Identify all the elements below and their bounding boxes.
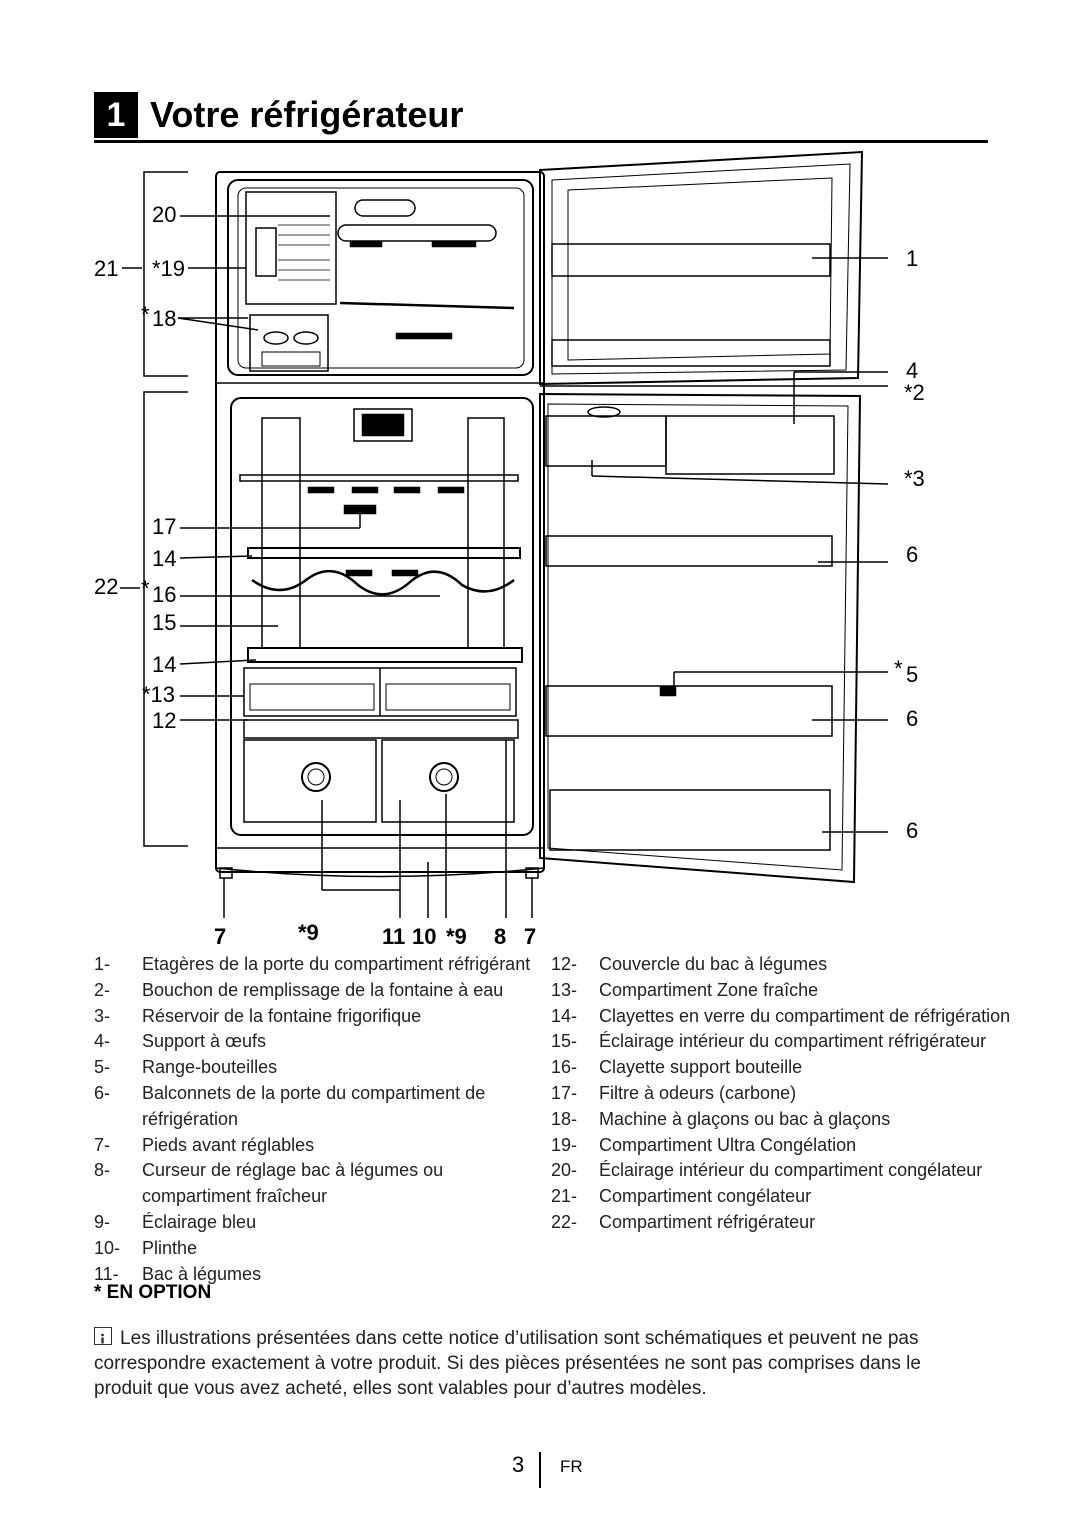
callout-22: 22 xyxy=(94,574,118,599)
glass-shelf-lower xyxy=(247,647,523,663)
legend-item: 2-Bouchon de remplissage de la fontaine … xyxy=(94,979,504,1000)
callout-6-lower: 6 xyxy=(906,818,918,843)
legend-item: 11-Bac à légumes xyxy=(94,1263,262,1284)
callout-6-upper: 6 xyxy=(906,542,918,567)
water-dispenser-tank xyxy=(545,415,667,467)
legend-item: 18-Machine à glaçons ou bac à glaçons xyxy=(551,1108,891,1129)
language-code: FR xyxy=(560,1457,583,1476)
door-balcony-lower xyxy=(549,789,831,851)
callout-1: 1 xyxy=(906,246,918,271)
legend-item: 7-Pieds avant réglables xyxy=(94,1134,315,1155)
footer-divider xyxy=(539,1452,541,1488)
section-number-badge: 1 xyxy=(94,92,138,138)
page-number: 3 xyxy=(512,1452,525,1477)
legend-item: 16-Clayette support bouteille xyxy=(551,1057,803,1078)
cabinet-outline xyxy=(215,171,545,873)
legend-item: 1-Etagères de la porte du compartiment r… xyxy=(94,954,531,974)
crisper-cover xyxy=(243,719,519,739)
callout-16-star: * xyxy=(141,576,150,601)
legend-item: 5-Range-bouteilles xyxy=(94,1057,278,1078)
legend-item: 8-Curseur de réglage bac à légumes ou co… xyxy=(94,1160,444,1207)
section-header: 1 Votre réfrigérateur xyxy=(94,92,988,143)
info-note: Les illustrations présentées dans cette … xyxy=(94,1326,984,1401)
callout-16: 16 xyxy=(152,582,176,607)
legend-item: 6-Balconnets de la porte du compartiment… xyxy=(94,1082,486,1129)
freezer-door-shelf xyxy=(551,243,831,277)
callout-5-star: * xyxy=(894,656,903,681)
callout-4: 4 xyxy=(906,358,918,383)
legend-item: 4-Support à œufs xyxy=(94,1031,267,1052)
fridge-door xyxy=(539,392,862,884)
door-balcony-middle xyxy=(545,685,833,737)
legend-item: 15-Éclairage intérieur du compartiment r… xyxy=(551,1031,987,1052)
callout-15: 15 xyxy=(152,610,176,635)
legend-item: 21-Compartiment congélateur xyxy=(551,1186,812,1207)
legend-item: 10-Plinthe xyxy=(94,1237,198,1258)
callout-18: 18 xyxy=(152,306,176,331)
crisper-drawer-left xyxy=(243,739,377,823)
callout-7-right: 7 xyxy=(524,924,536,949)
legend-item: 13-Compartiment Zone fraîche xyxy=(551,979,819,1000)
legend-item: 3-Réservoir de la fontaine frigorifique xyxy=(94,1005,422,1026)
crisper-drawer-right xyxy=(381,739,515,823)
info-icon xyxy=(94,1327,112,1345)
callout-13: *13 xyxy=(142,682,175,707)
freezer-compartment xyxy=(227,179,534,376)
ice-maker xyxy=(245,191,337,305)
callout-19: *19 xyxy=(152,256,185,281)
bottle-shelf xyxy=(251,570,515,596)
callout-20: 20 xyxy=(152,202,176,227)
page-title: Votre réfrigérateur xyxy=(150,94,464,135)
callout-8: 8 xyxy=(494,924,506,949)
freezer-light xyxy=(354,199,416,217)
glass-shelf-upper xyxy=(247,547,521,559)
fridge-compartment xyxy=(230,397,534,836)
callout-18-star: * xyxy=(141,302,150,327)
legend-item: 9-Éclairage bleu xyxy=(94,1211,257,1232)
callout-5: 5 xyxy=(906,662,918,687)
callout-17: 17 xyxy=(152,514,176,539)
legend-item: 22-Compartiment réfrigérateur xyxy=(551,1211,816,1232)
callout-9-left: *9 xyxy=(298,920,319,945)
callout-9-right: *9 xyxy=(446,924,467,949)
freezer-door xyxy=(539,150,864,386)
legend-item: 12-Couvercle du bac à légumes xyxy=(551,954,828,974)
refrigerator-diagram: 20 21 *19 * 18 17 14 22 * 16 15 14 *13 1… xyxy=(94,150,925,949)
carbon-filter xyxy=(353,408,413,442)
fridge-light-panel xyxy=(261,417,301,649)
callout-3: *3 xyxy=(904,466,925,491)
callout-11: 11 xyxy=(382,924,405,949)
legend-left: 1-Etagères de la porte du compartiment r… xyxy=(94,952,554,1287)
legend-item: 20-Éclairage intérieur du compartiment c… xyxy=(551,1160,983,1181)
callout-2: *2 xyxy=(904,380,925,405)
water-fill-cap xyxy=(587,406,621,418)
bottle-holder xyxy=(659,685,677,697)
legend-item: 14-Clayettes en verre du compartiment de… xyxy=(551,1005,1011,1026)
callout-14-lower: 14 xyxy=(152,652,176,677)
callout-7-left: 7 xyxy=(214,924,226,949)
legend-item: 19-Compartiment Ultra Congélation xyxy=(551,1134,857,1155)
callout-12: 12 xyxy=(152,708,176,733)
callout-21: 21 xyxy=(94,256,118,281)
callout-14-upper: 14 xyxy=(152,546,176,571)
callout-6-middle: 6 xyxy=(906,706,918,731)
legend-right: 12-Couvercle du bac à légumes 13-Compart… xyxy=(551,952,1021,1236)
crisper-slider-left xyxy=(301,762,331,792)
front-foot-left xyxy=(219,867,233,879)
legend-item: 17-Filtre à odeurs (carbone) xyxy=(551,1082,797,1103)
optional-note-label: * EN OPTION xyxy=(94,1282,212,1303)
info-note-text: Les illustrations présentées dans cette … xyxy=(94,1328,921,1399)
crisper-slider-right xyxy=(429,762,459,792)
door-balcony-upper xyxy=(545,535,833,567)
callout-10: 10 xyxy=(412,924,436,949)
